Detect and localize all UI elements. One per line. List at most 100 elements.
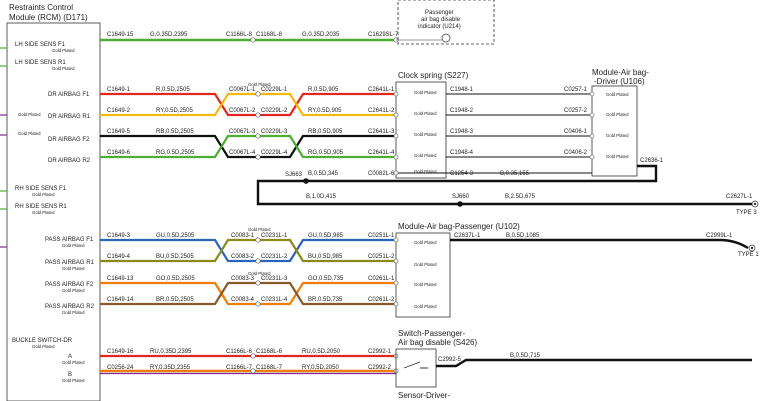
pass-indicator-label-3: indicator (U214) [418,24,461,30]
wire-spec-dr4-a: RG,0.5D,2505 [156,150,195,156]
conn-c0083-3: C0083-3 [231,276,255,282]
gold-plated-note: Gold Plated [414,90,437,95]
driver-airbag-module-box [591,85,638,177]
conn-c0256-24: C0256-24 [107,365,134,371]
pin-label-pass-r2: PASS AIRBAG R2 [45,304,95,310]
wire-spec-dr2-a: RY,0.5D,2505 [156,108,193,114]
pass-module-label: Module-Air bag-Passenger (U102) [398,222,520,231]
conn-c0067l-2: C0067L-2 [229,108,256,114]
wire-spec-gnd-c: B,1.0D,415 [306,194,337,200]
wire-spec-dr4-b: RG,0.5D,905 [308,150,344,156]
wire-switch-ground [436,358,752,368]
gold-plated-note: Gold Plated [18,131,41,136]
wire-spec-lh-b: G,0.35D,2035 [302,32,340,38]
driver-airbag-wires: Clock spring (S227) Gold Plated Gold Pla… [100,68,649,179]
wire-spec-p2-b: BU,0.5D,985 [308,254,343,260]
gold-plated-note: Gold Plated [62,266,85,271]
gold-plated-note: Gold Plated [52,48,75,53]
gold-plated-note: Gold Plated [248,82,271,87]
wire-spec-dr1-a: R,0.5D,2505 [156,87,190,93]
rcm-title-line2: Module (RCM) (D171) [9,13,88,22]
conn-c1166l-6: C1166L-6 [226,349,253,355]
conn-c0406-1: C0406-1 [564,129,588,135]
conn-c1649-15: C1649-15 [107,32,134,38]
wire-spec-dr3-b: RB,0.5D,905 [308,129,343,135]
pin-label-buckle-switch: BUCKLE SWITCH-DR [12,338,73,344]
pin-label-dr-r2: DR AIRBAG R2 [48,158,91,164]
conn-c1649-16: C1649-16 [107,349,134,355]
conn-c2641l-2: C2641L-2 [368,108,395,114]
conn-c0257-2: C0257-2 [564,108,588,114]
wire-spec-bk-d: RY,0.5D,2050 [302,365,339,371]
switch-label-2: Air bag disable (S426) [398,338,477,347]
gold-plated-note: Gold Plated [52,66,75,71]
conn-c0261l-2: C0261L-2 [368,297,395,303]
rcm-title-line1: Restraints Control [9,3,73,12]
buckle-switch-wires [100,348,752,388]
conn-c1168l-8: C1168L-8 [256,32,283,38]
conn-c0067l-1: C0067L-1 [229,87,256,93]
wire-spec-p4-a: BR,0.5D,2505 [156,297,194,303]
pin-label-dr-f2: DR AIRBAG F2 [48,137,90,143]
gold-plated-note: Gold Plated [32,344,55,349]
conn-c0083-1: C0083-1 [231,233,255,239]
wire-spec-dr3-a: RB,0.5D,2505 [156,129,194,135]
passenger-airbag-disable-switch-box [395,348,437,388]
conn-c0257-1: C0257-1 [564,87,588,93]
gold-plated-note: Gold Plated [248,227,271,232]
wire-spec-gnd-d: B,2.5D,675 [505,194,536,200]
pass-indicator-label-1: Passenger [425,10,454,16]
gold-plated-note: Gold Plated [62,310,85,315]
conn-c0231l-2: C0231L-2 [261,254,288,260]
conn-c1948-3: C1948-3 [450,129,474,135]
left-edge-stubs [0,47,7,248]
conn-c0251l-2: C0251L-2 [368,254,395,260]
conn-c1168l-6: C1168L-6 [256,349,283,355]
conn-c2636-1: C2636-1 [640,158,664,164]
wire-spec-p4-b: BR,0.5D,735 [308,297,343,303]
rcm-pin-labels: LH SIDE SENS F1 Gold Plated LH SIDE SENS… [12,42,95,383]
conn-c0067l-3: C0067L-3 [229,129,256,135]
conn-c1948-4: C1948-4 [450,150,474,156]
conn-c1629sl-7: C1629SL-7 [368,32,399,38]
wire-spec-sw-gnd: B,0.5D,715 [510,353,541,359]
switch-symbol-icon [403,361,428,369]
conn-c0231l-4: C0231L-4 [261,297,288,303]
pin-label-a: A [68,354,72,360]
clock-spring-box [395,81,447,179]
gold-plated-note: Gold Plated [32,210,55,215]
wire-spec-p1-b: GU,0.5D,985 [308,233,344,239]
gold-plated-note: Gold Plated [606,154,629,159]
conn-c2992-1: C2992-1 [368,349,392,355]
conn-c2641l-4: C2641L-4 [368,150,395,156]
pin-label-pass-r1: PASS AIRBAG R1 [45,260,95,266]
ground-type3-label: TYPE 3 [736,210,757,216]
conn-c0231l-3: C0231L-3 [261,276,288,282]
wire-spec-p1-a: GU,0.5D,2505 [156,233,195,239]
conn-c0083-2: C0083-2 [231,254,255,260]
passenger-indicator-box [397,0,495,45]
gold-plated-note: Gold Plated [32,192,55,197]
gold-plated-note: Gold Plated [248,271,271,276]
wire-spec-dr1-b: R,0.5D,905 [308,87,339,93]
driver-module-label-2: -Driver (U106) [594,77,645,86]
wire-spec-bk-b: RU,0.5D,2050 [302,349,341,355]
pin-label-pass-f1: PASS AIRBAG F1 [45,237,94,243]
passenger-airbag-module-box [395,232,451,318]
clock-spring-label: Clock spring (S227) [398,71,469,80]
conn-c0231l-1: C0231L-1 [261,233,288,239]
conn-c0229l-1: C0229L-1 [261,87,288,93]
conn-c1649-4: C1649-4 [107,254,131,260]
conn-c2637l-1: C2637L-1 [454,233,481,239]
gold-plated-note: Gold Plated [62,288,85,293]
driver-module-label-1: Module-Air bag- [592,68,649,77]
splice-label-sj660: SJ660 [452,194,470,200]
conn-c0082l-6: C0082L-6 [368,171,395,177]
conn-c2641l-1: C2641L-1 [368,87,395,93]
conn-c1649-14: C1649-14 [107,297,134,303]
wire-spec-gnd-a: B,0.5D,345 [308,171,339,177]
pin-label-lh-side-f1: LH SIDE SENS F1 [15,42,66,48]
conn-c1649-1: C1649-1 [107,87,131,93]
gold-plated-note: Gold Plated [606,112,629,117]
